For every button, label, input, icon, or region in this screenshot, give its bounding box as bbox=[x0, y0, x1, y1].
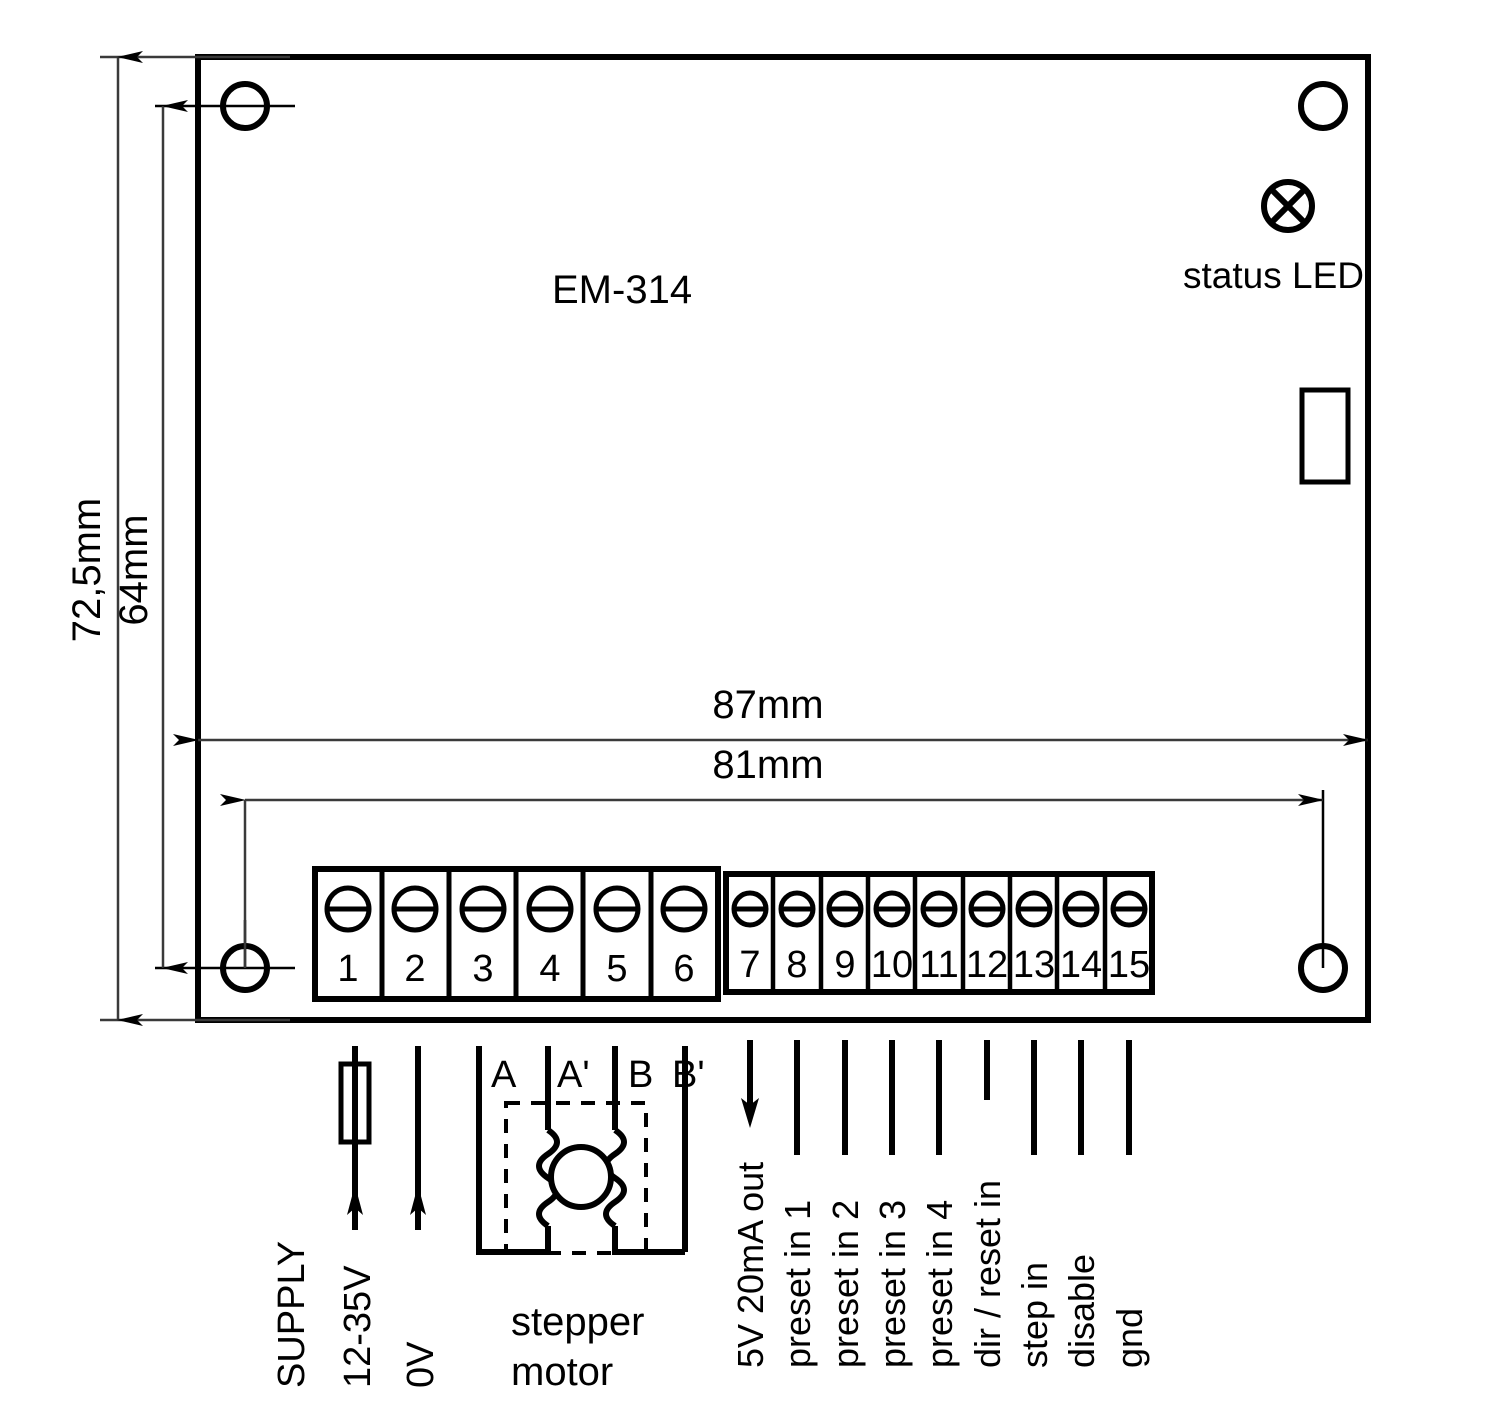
terminal-number-9: 9 bbox=[834, 944, 855, 986]
signal-label-9: preset in 2 bbox=[825, 1200, 866, 1368]
terminal-screw-11[interactable] bbox=[920, 890, 958, 928]
motor-wire-a bbox=[476, 1046, 548, 1255]
status-led-icon bbox=[1261, 179, 1315, 233]
dimension-width-overall: 87mm bbox=[173, 683, 1369, 746]
terminal-number-2: 2 bbox=[404, 948, 425, 990]
motor-group-label-line2: motor bbox=[511, 1350, 613, 1394]
motor-body-outline bbox=[504, 1101, 648, 1255]
terminal-number-6: 6 bbox=[673, 948, 694, 990]
terminal-number-1: 1 bbox=[337, 948, 358, 990]
signal-label-11: preset in 4 bbox=[919, 1200, 960, 1368]
dimension-width-holes: 81mm bbox=[220, 743, 1324, 968]
supply-wire-ground-arrowhead bbox=[410, 1185, 426, 1215]
terminal-screw-14[interactable] bbox=[1062, 890, 1100, 928]
signal-label-13: step in bbox=[1014, 1262, 1055, 1368]
terminal-number-10: 10 bbox=[871, 944, 913, 986]
terminal-number-13: 13 bbox=[1013, 944, 1055, 986]
dimension-height-holes-label: 64mm bbox=[112, 514, 156, 625]
terminal-screw-12[interactable] bbox=[968, 890, 1006, 928]
dimension-width-holes-label: 81mm bbox=[712, 743, 823, 787]
terminal-number-14: 14 bbox=[1060, 944, 1102, 986]
motor-wire-b bbox=[612, 1046, 685, 1255]
dimension-height-holes: 64mm bbox=[112, 100, 188, 974]
signal-lead-7-arrowhead bbox=[741, 1098, 759, 1128]
motor-rotor-icon bbox=[548, 1144, 614, 1210]
mounting-hole-top-right bbox=[1298, 81, 1348, 131]
terminal-screw-2[interactable] bbox=[391, 885, 439, 933]
terminal-number-7: 7 bbox=[739, 944, 760, 986]
stepper-motor-schematic: A A' B B' stepper motor bbox=[476, 1046, 705, 1394]
motor-coil-b-label: B bbox=[628, 1054, 653, 1096]
terminal-number-3: 3 bbox=[472, 948, 493, 990]
terminal-screw-10[interactable] bbox=[873, 890, 911, 928]
terminal-screw-3[interactable] bbox=[459, 885, 507, 933]
edge-component bbox=[1299, 387, 1351, 485]
terminal-screw-9[interactable] bbox=[826, 890, 864, 928]
terminal-number-12: 12 bbox=[966, 944, 1008, 986]
supply-group-label: SUPPLY bbox=[271, 1241, 313, 1388]
terminal-screw-15[interactable] bbox=[1110, 890, 1148, 928]
motor-coil-a-winding bbox=[536, 1127, 560, 1229]
signal-label-8: preset in 1 bbox=[777, 1200, 818, 1368]
page-title: EM-314 bbox=[552, 268, 692, 312]
signal-label-10: preset in 3 bbox=[872, 1200, 913, 1368]
supply-wire-live-arrowhead bbox=[347, 1185, 363, 1215]
motor-coil-b-winding bbox=[603, 1127, 627, 1229]
terminal-number-15: 15 bbox=[1108, 944, 1150, 986]
pcb-outline bbox=[195, 54, 1371, 1023]
motor-coil-a-label: A bbox=[491, 1054, 517, 1096]
signal-wiring: 5V 20mA out preset in 1 preset in 2 pres… bbox=[730, 1040, 1150, 1368]
signal-label-12: dir / reset in bbox=[967, 1180, 1008, 1368]
terminal-block-power: 1 2 3 4 5 6 bbox=[312, 866, 721, 1002]
motor-group-label-line1: stepper bbox=[511, 1300, 644, 1344]
terminal-screw-13[interactable] bbox=[1015, 890, 1053, 928]
terminal-number-11: 11 bbox=[919, 944, 958, 986]
terminal-screw-4[interactable] bbox=[526, 885, 574, 933]
terminal-block-signal: 7 8 9 10 11 12 13 bbox=[723, 871, 1155, 995]
supply-wiring: SUPPLY 12-35V 0V bbox=[271, 1046, 442, 1388]
supply-voltage-label: 12-35V bbox=[337, 1265, 379, 1388]
terminal-number-8: 8 bbox=[786, 944, 807, 986]
motor-coil-b-prime-label: B' bbox=[672, 1054, 705, 1096]
terminal-number-5: 5 bbox=[606, 948, 627, 990]
terminal-screw-1[interactable] bbox=[324, 885, 372, 933]
status-led-label: status LED bbox=[1183, 255, 1364, 296]
signal-label-15: gnd bbox=[1109, 1308, 1150, 1368]
terminal-screw-5[interactable] bbox=[593, 885, 641, 933]
signal-label-14: disable bbox=[1061, 1254, 1102, 1368]
motor-coil-a-prime-label: A' bbox=[557, 1054, 590, 1096]
terminal-screw-6[interactable] bbox=[660, 885, 708, 933]
supply-ground-label: 0V bbox=[400, 1341, 442, 1388]
terminal-screw-8[interactable] bbox=[778, 890, 816, 928]
dimension-height-overall: 72,5mm bbox=[65, 51, 290, 1026]
dimension-width-overall-label: 87mm bbox=[712, 683, 823, 727]
terminal-number-4: 4 bbox=[539, 948, 560, 990]
terminal-screw-7[interactable] bbox=[731, 890, 769, 928]
signal-label-7: 5V 20mA out bbox=[730, 1162, 771, 1368]
dimension-height-overall-label: 72,5mm bbox=[65, 498, 109, 643]
